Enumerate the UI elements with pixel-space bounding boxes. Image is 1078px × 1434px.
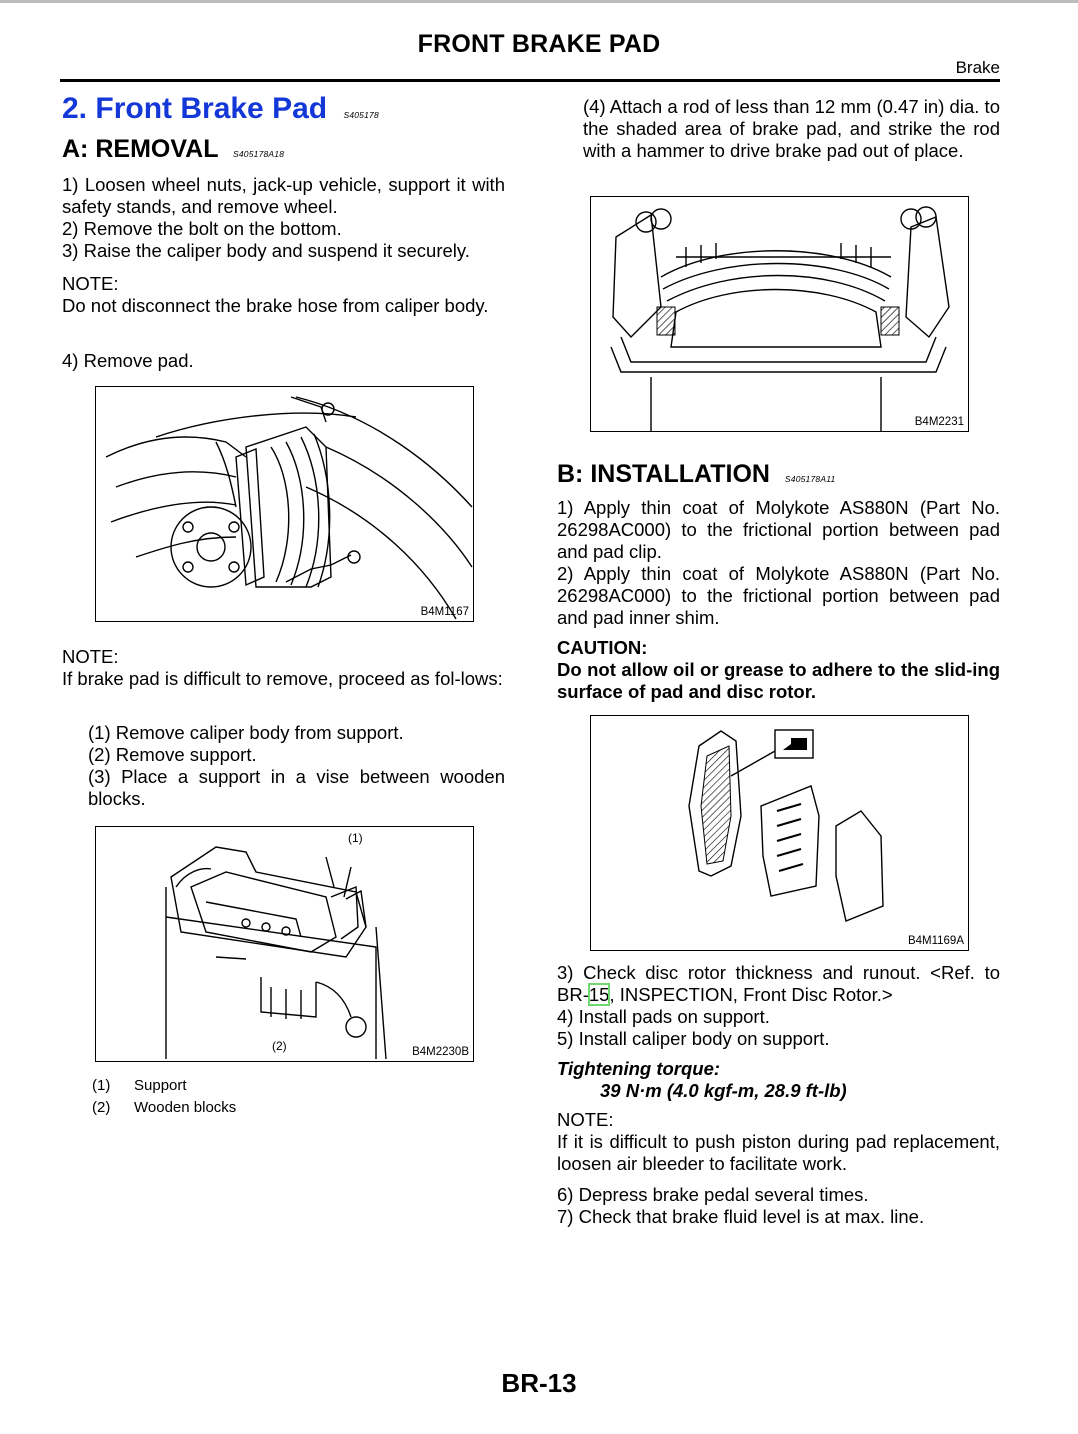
figure-code: B4M2230B xyxy=(412,1046,469,1058)
note-text: Do not disconnect the brake hose from ca… xyxy=(62,295,489,316)
legend-number: (2) xyxy=(92,1099,111,1116)
figure-legend: (1) Support (2) Wooden blocks xyxy=(92,1075,236,1119)
installation-note: NOTE: If it is difficult to push piston … xyxy=(557,1109,1000,1175)
ref-link-br-15[interactable]: 15 xyxy=(587,983,611,1006)
drive-pad-out-illustration xyxy=(610,206,950,431)
figure-remove-pad: B4M1167 xyxy=(95,386,474,622)
removal-step-3: 3) Raise the caliper body and suspend it… xyxy=(62,240,470,261)
callout-2: (2) xyxy=(272,1039,287,1053)
removal-step-1: 1) Loosen wheel nuts, jack-up vehicle, s… xyxy=(62,174,505,217)
section-code: S405178 xyxy=(343,110,379,120)
installation-step-6: 6) Depress brake pedal several times. xyxy=(557,1184,869,1205)
legend-item: (1) Support xyxy=(92,1075,236,1097)
section-heading: 2. Front Brake Pad S405178 xyxy=(62,92,379,126)
removal-steps: 1) Loosen wheel nuts, jack-up vehicle, s… xyxy=(62,174,505,262)
support-vise-illustration xyxy=(165,846,387,1060)
legend-number: (1) xyxy=(92,1077,111,1094)
torque-label: Tightening torque: xyxy=(557,1058,721,1079)
installation-step-1: 1) Apply thin coat of Molykote AS880N (P… xyxy=(557,497,1000,562)
header-rule xyxy=(60,79,1000,82)
legend-text: Wooden blocks xyxy=(134,1099,237,1116)
removal-step-2: 2) Remove the bolt on the bottom. xyxy=(62,218,342,239)
caution-label: CAUTION: xyxy=(557,637,648,658)
note-text: If it is difficult to push piston during… xyxy=(557,1131,1000,1174)
installation-step-3: 3) Check disc rotor thickness and runout… xyxy=(557,962,1000,1050)
figure-grease-points: B4M1169A xyxy=(590,715,969,951)
torque-block: Tightening torque: 39 N·m (4.0 kgf-m, 28… xyxy=(557,1058,1000,1102)
installation-step-5: 5) Install caliper body on support. xyxy=(557,1028,830,1049)
legend-text: Support xyxy=(134,1077,187,1094)
figure-code: B4M1169A xyxy=(907,935,964,947)
note-label: NOTE: xyxy=(62,646,119,667)
removal-heading: A: REMOVAL S405178A18 xyxy=(62,135,284,164)
removal-step-4: 4) Remove pad. xyxy=(62,350,194,371)
page-number: BR-13 xyxy=(501,1368,577,1398)
removal-code: S405178A18 xyxy=(233,149,285,159)
substep-2: (2) Remove support. xyxy=(88,744,257,765)
removal-note-1: NOTE: Do not disconnect the brake hose f… xyxy=(62,273,505,317)
note-text: If brake pad is difficult to remove, pro… xyxy=(62,668,503,689)
substep-3: (3) Place a support in a vise between wo… xyxy=(88,766,505,809)
note-label: NOTE: xyxy=(557,1109,614,1130)
page-header-title: FRONT BRAKE PAD xyxy=(417,30,661,58)
installation-step-3-text: 3) Check disc rotor thickness and runout… xyxy=(557,962,1000,1006)
remove-pad-illustration xyxy=(105,396,473,620)
removal-title: REMOVAL xyxy=(95,135,219,163)
installation-step-4: 4) Install pads on support. xyxy=(557,1006,770,1027)
installation-steps: 1) Apply thin coat of Molykote AS880N (P… xyxy=(557,497,1000,629)
torque-value: 39 N·m (4.0 kgf-m, 28.9 ft-lb) xyxy=(600,1080,847,1101)
installation-label: B: xyxy=(557,460,584,488)
callout-1: (1) xyxy=(348,831,363,845)
caution-block: CAUTION: Do not allow oil or grease to a… xyxy=(557,637,1000,703)
caution-text: Do not allow oil or grease to adhere to … xyxy=(557,659,1000,702)
figure-support-vise: (1) (2) B4M2230B xyxy=(95,826,474,1062)
figure-drive-pad-out: B4M2231 xyxy=(590,196,969,432)
step-3-text-end: , INSPECTION, Front Disc Rotor.> xyxy=(609,984,893,1005)
note-label: NOTE: xyxy=(62,273,119,294)
figure-code: B4M1167 xyxy=(420,606,469,618)
substep-4: (4) Attach a rod of less than 12 mm (0.4… xyxy=(583,96,1000,161)
page-header-section: Brake xyxy=(955,58,1000,77)
top-border xyxy=(0,0,1078,3)
installation-title: INSTALLATION xyxy=(590,460,770,488)
figure-code: B4M2231 xyxy=(914,416,964,428)
removal-substeps: (1) Remove caliper body from support. (2… xyxy=(88,722,505,810)
legend-item: (2) Wooden blocks xyxy=(92,1097,236,1119)
removal-label: A: xyxy=(62,135,89,163)
installation-step-7: 7) Check that brake fluid level is at ma… xyxy=(557,1206,925,1227)
installation-heading: B: INSTALLATION S405178A11 xyxy=(557,460,835,489)
step-3-text-start: 3) Check disc rotor thickness and runout… xyxy=(557,962,1000,1005)
section-number: 2. xyxy=(62,92,88,125)
section-title: Front Brake Pad xyxy=(95,92,328,125)
installation-final-steps: 6) Depress brake pedal several times. 7)… xyxy=(557,1184,1000,1228)
installation-step-2: 2) Apply thin coat of Molykote AS880N (P… xyxy=(557,563,1000,628)
installation-code: S405178A11 xyxy=(784,474,836,484)
grease-points-illustration xyxy=(688,729,884,922)
removal-note-2: NOTE: If brake pad is difficult to remov… xyxy=(62,646,505,690)
substep-1: (1) Remove caliper body from support. xyxy=(88,722,404,743)
